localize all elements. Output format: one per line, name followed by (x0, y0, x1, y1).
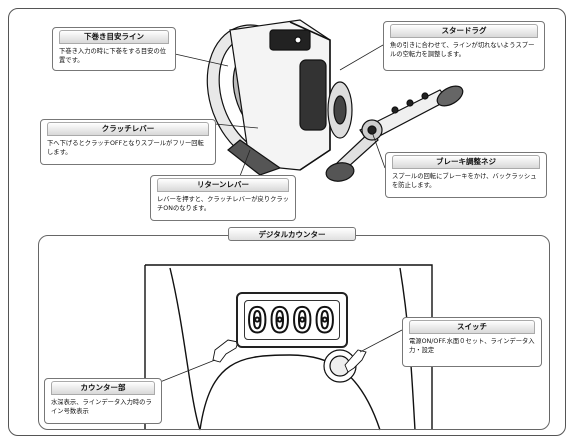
leader-lines (174, 44, 386, 177)
callout-body: レバーを押すと、クラッチレバーが戻りクラッチONのなります。 (157, 196, 289, 212)
reel-body (206, 19, 353, 176)
callout-title: カウンター部 (51, 381, 155, 395)
counter-digits: 0000 (244, 300, 340, 342)
page-border (8, 8, 566, 436)
callout-body: 下巻き入力の時に下巻をする目安の位置です。 (59, 48, 167, 64)
counter-display: 0000 (236, 292, 348, 348)
callout-level-wind-line: 下巻き目安ライン 下巻き入力の時に下巻をする目安の位置です。 (52, 27, 176, 71)
callout-title: ブレーキ調整ネジ (392, 155, 540, 169)
callout-star-drag: スタードラグ 魚の引きに合わせて、ラインが切れないようスプールの空転力を調整しま… (383, 21, 545, 71)
callout-body: 下へ下げるとクラッチOFFとなりスプールがフリー回転します。 (47, 140, 204, 156)
callout-title: 下巻き目安ライン (59, 30, 169, 44)
callout-title: リターンレバー (157, 178, 289, 192)
reel-handle (325, 85, 464, 182)
callout-brake-knob: ブレーキ調整ネジ スプールの回転にブレーキをかけ、バックラッシュを防止します。 (385, 152, 547, 198)
counter-section-title: デジタルカウンター (228, 227, 356, 241)
callout-body: 水深表示、ラインデータ入力時のライン号数表示 (51, 399, 152, 415)
callout-title: クラッチレバー (47, 122, 209, 136)
callout-return-lever: リターンレバー レバーを押すと、クラッチレバーが戻りクラッチONのなります。 (150, 175, 296, 221)
callout-title: スタードラグ (390, 24, 538, 38)
callout-counter-unit: カウンター部 水深表示、ラインデータ入力時のライン号数表示 (44, 378, 162, 424)
callout-body: スプールの回転にブレーキをかけ、バックラッシュを防止します。 (392, 173, 537, 189)
callout-body: 魚の引きに合わせて、ラインが切れないようスプールの空転力を調整します。 (390, 42, 535, 58)
callout-clutch-lever: クラッチレバー 下へ下げるとクラッチOFFとなりスプールがフリー回転します。 (40, 119, 216, 165)
callout-body: 電源ON/OFF.水面０セット、ラインデータ入力・設定 (409, 338, 535, 354)
callout-title: スイッチ (409, 320, 535, 334)
callout-switch: スイッチ 電源ON/OFF.水面０セット、ラインデータ入力・設定 (402, 317, 542, 367)
